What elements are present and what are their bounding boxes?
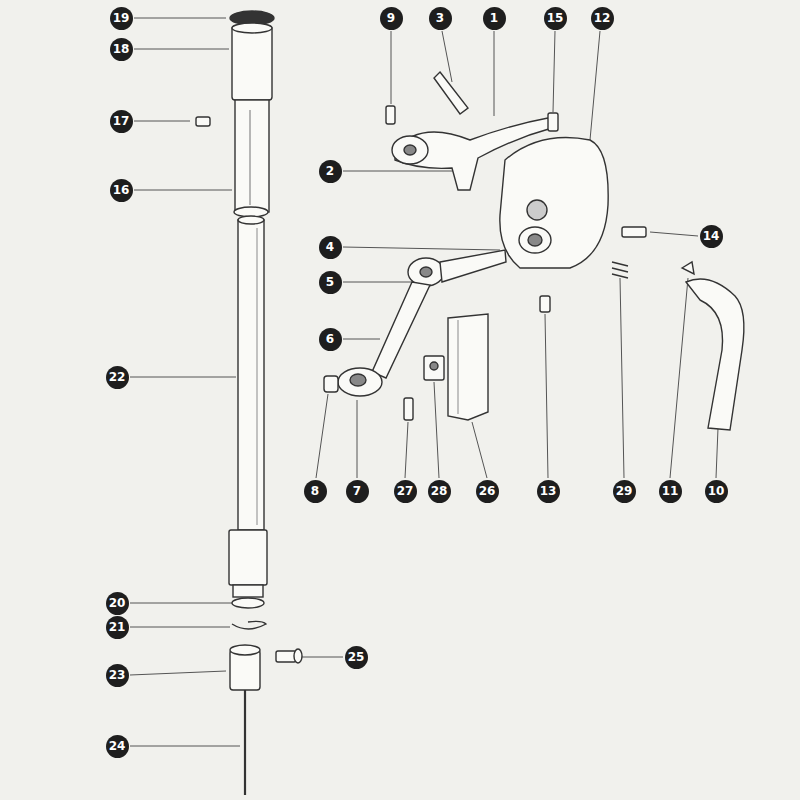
callout-number: 2 <box>319 160 342 183</box>
callout-number: 9 <box>380 7 403 30</box>
callout-number: 18 <box>110 38 133 61</box>
callout-number: 1 <box>483 7 506 30</box>
callout-number: 6 <box>319 328 342 351</box>
callout-number: 4 <box>319 236 342 259</box>
callout-number: 21 <box>106 616 129 639</box>
take-up-mechanism <box>324 72 744 430</box>
callout-number: 12 <box>591 7 614 30</box>
callout-number: 25 <box>345 646 368 669</box>
callout-number: 13 <box>537 480 560 503</box>
callout-number: 22 <box>106 366 129 389</box>
callout-number: 28 <box>428 480 451 503</box>
callout-number: 29 <box>613 480 636 503</box>
callout-number: 23 <box>106 664 129 687</box>
callout-number: 24 <box>106 735 129 758</box>
callout-number: 5 <box>319 271 342 294</box>
callout-number: 17 <box>110 110 133 133</box>
callout-number: 19 <box>110 7 133 30</box>
callout-number: 10 <box>705 480 728 503</box>
callout-number: 15 <box>544 7 567 30</box>
callout-number: 7 <box>346 480 369 503</box>
callout-number: 16 <box>110 179 133 202</box>
callout-number: 20 <box>106 592 129 615</box>
callout-number: 26 <box>476 480 499 503</box>
callout-number: 8 <box>304 480 327 503</box>
callout-number: 14 <box>700 225 723 248</box>
callout-number: 3 <box>429 7 452 30</box>
callout-number: 27 <box>394 480 417 503</box>
callout-number: 11 <box>659 480 682 503</box>
needle-bar-assembly <box>196 11 302 795</box>
leader-lines <box>130 18 718 746</box>
